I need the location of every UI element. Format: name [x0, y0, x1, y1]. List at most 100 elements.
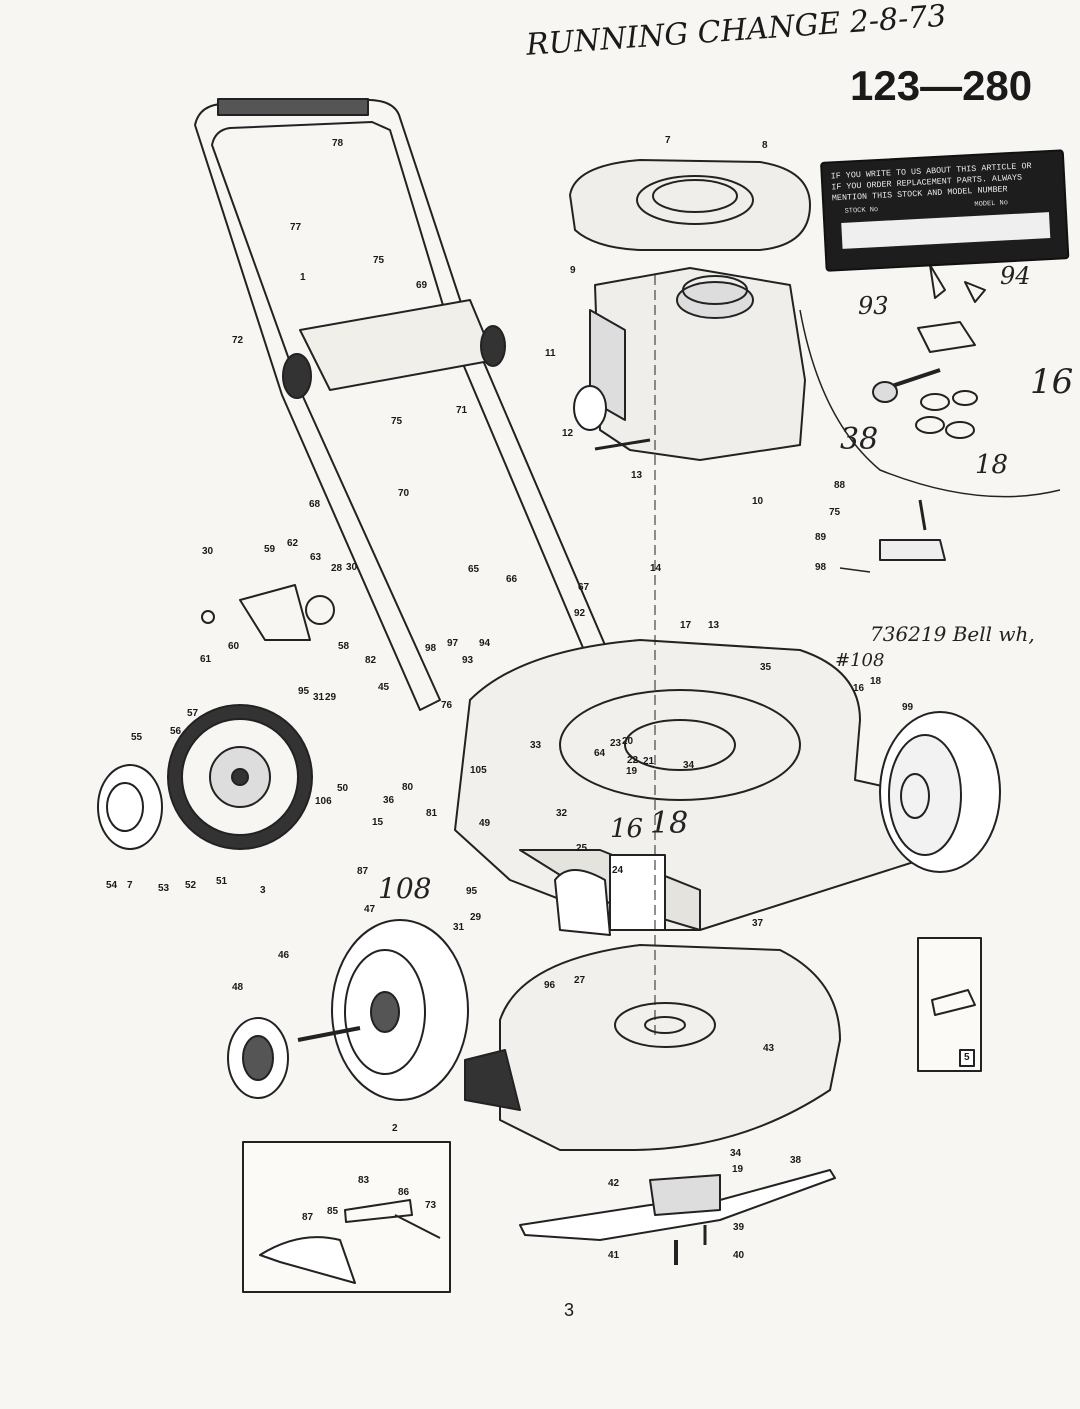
engine [573, 267, 806, 461]
page-number: 3 [564, 1300, 575, 1320]
callout: 68 [309, 499, 321, 510]
callout: 67 [578, 582, 590, 593]
callout: 13 [708, 620, 720, 631]
callout: 105 [470, 765, 487, 776]
callout: 57 [187, 708, 199, 719]
hand-18-a: 18 [975, 450, 1009, 480]
callout: 60 [228, 641, 240, 652]
callout: 16 [853, 683, 865, 694]
callout: 3 [260, 885, 266, 896]
rear-left-wheel [227, 919, 469, 1101]
callout: 56 [170, 726, 182, 737]
nameplate-model-label: MODEL No [974, 199, 1009, 209]
callout: 88 [834, 480, 846, 491]
callout: 37 [752, 918, 764, 929]
callout: 98 [815, 562, 827, 573]
mower-deck [454, 639, 921, 931]
callout: 48 [232, 982, 244, 993]
callout: 75 [391, 416, 403, 427]
callout: 29 [470, 912, 482, 923]
callout: 52 [185, 880, 197, 891]
callout: 80 [402, 782, 414, 793]
callout: 53 [158, 883, 170, 894]
callout: 8 [762, 140, 768, 151]
mower-blade [519, 1169, 836, 1265]
callout: 50 [337, 783, 349, 794]
callout: 31 [453, 922, 465, 933]
callout: 7 [665, 135, 671, 146]
callout: 98 [425, 643, 437, 654]
callout: 42 [608, 1178, 620, 1189]
callout: 19 [732, 1164, 744, 1175]
callout: 2 [392, 1123, 398, 1134]
hand-108-a: #108 [835, 650, 885, 671]
gear-bracket [201, 584, 335, 641]
rear-deck [464, 944, 841, 1151]
callout: 18 [870, 676, 882, 687]
callout: 29 [325, 692, 337, 703]
engine-shroud [569, 159, 811, 251]
callout: 47 [364, 904, 376, 915]
hand-bell: 736219 Bell wh, [870, 622, 1035, 646]
hand-94: 94 [1000, 262, 1031, 290]
callout: 78 [332, 138, 344, 149]
callout: 73 [425, 1200, 437, 1211]
callout: 25 [576, 843, 588, 854]
callout: 65 [468, 564, 480, 575]
callout: 36 [383, 795, 395, 806]
callout: 86 [398, 1187, 410, 1198]
callout: 51 [216, 876, 228, 887]
callout: 75 [829, 507, 841, 518]
hand-18-b: 18 [650, 806, 689, 841]
callout: 11 [545, 348, 556, 359]
callout: 33 [530, 740, 542, 751]
callout: 71 [456, 405, 468, 416]
callout: 35 [760, 662, 772, 673]
callout: 9 [570, 265, 576, 276]
callout: 7 [127, 880, 133, 891]
callout: 89 [815, 532, 827, 543]
callout: 64 [594, 748, 606, 759]
callout: 40 [733, 1250, 745, 1261]
callout: 34 [730, 1148, 742, 1159]
callout: 75 [373, 255, 385, 266]
callout: 76 [441, 700, 453, 711]
callout: 28 [331, 563, 343, 574]
control-lever [839, 499, 946, 573]
callout: 70 [398, 488, 410, 499]
model-number: 123—280 [850, 62, 1033, 109]
inset-detail-box [242, 1141, 451, 1293]
callout: 87 [302, 1212, 314, 1223]
callout: 45 [378, 682, 390, 693]
callout: 62 [287, 538, 299, 549]
throttle-detail [799, 264, 1061, 498]
callout: 92 [574, 608, 586, 619]
inset-detail-small [917, 937, 982, 1072]
nameplate: IF YOU WRITE TO US ABOUT THIS ARTICLE OR… [820, 149, 1070, 272]
callout: 63 [310, 552, 322, 563]
callout: 12 [562, 428, 574, 439]
callout: 39 [733, 1222, 745, 1233]
callout: 94 [479, 638, 491, 649]
callout: 82 [365, 655, 377, 666]
callout: 43 [763, 1043, 775, 1054]
callout: 99 [902, 702, 914, 713]
callout: 10 [752, 496, 764, 507]
callout: 59 [264, 544, 276, 555]
callout: 1 [300, 272, 306, 283]
callout: 81 [426, 808, 438, 819]
callout: 20 [622, 736, 634, 747]
hand-108-b: 108 [378, 872, 432, 905]
callout: 31 [313, 692, 325, 703]
callout: 38 [790, 1155, 802, 1166]
callout: 15 [372, 817, 384, 828]
hand-16-a: 16 [1030, 362, 1074, 402]
front-right-wheel [879, 711, 1001, 873]
callout: 106 [315, 796, 332, 807]
callout: 95 [298, 686, 310, 697]
callout: 30 [346, 562, 358, 573]
callout: 24 [612, 865, 624, 876]
callout: 34 [683, 760, 695, 771]
callout: 93 [462, 655, 474, 666]
